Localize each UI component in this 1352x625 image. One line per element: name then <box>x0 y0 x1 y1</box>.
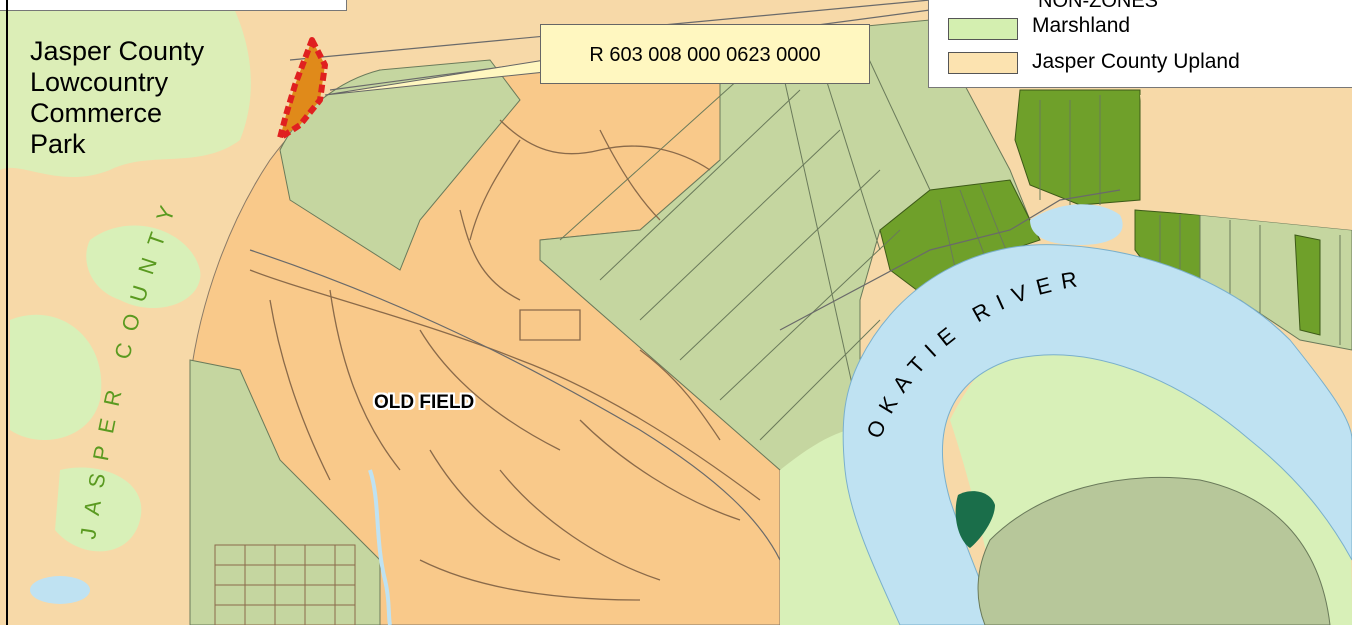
map-frame <box>6 0 8 625</box>
southeast-island <box>977 477 1331 625</box>
highlighted-parcel[interactable] <box>277 37 328 141</box>
commerce-park-label: Jasper County Lowcountry Commerce Park <box>30 36 204 160</box>
commerce-park-line-3: Commerce <box>30 98 163 128</box>
corner-box <box>0 0 347 11</box>
jasper-marsh-patch-4 <box>55 467 142 552</box>
old-field-label: OLD FIELD <box>374 392 475 413</box>
commerce-park-line-2: Lowcountry <box>30 67 169 97</box>
subdivision-streets <box>249 119 761 601</box>
jasper-marsh-patch-3 <box>10 314 102 440</box>
legend-swatch-upland <box>948 52 1018 74</box>
jasper-marsh-patch-2 <box>86 225 201 309</box>
residential-grid <box>214 544 356 625</box>
jasper-pond <box>30 576 90 604</box>
dark-green-parcel-strip <box>1294 234 1321 336</box>
jasper-marsh-patch <box>0 0 251 178</box>
legend-panel <box>928 0 1352 88</box>
creek-lower <box>368 469 392 625</box>
marsh-upper-right <box>1140 95 1352 230</box>
parcel-callout[interactable]: R 603 008 000 0623 0000 <box>540 24 870 84</box>
legend-label-upland: Jasper County Upland <box>1032 50 1240 73</box>
okatie-river <box>842 244 1352 625</box>
legend-title: NON-ZONES <box>1038 0 1158 12</box>
dark-island <box>955 491 995 548</box>
parcel-lines <box>559 39 1341 441</box>
legend-label-marshland: Marshland <box>1032 14 1131 37</box>
commerce-park-line-1: Jasper County <box>30 36 205 66</box>
legend-swatch-marshland <box>948 18 1018 40</box>
commerce-park-line-4: Park <box>30 129 86 159</box>
river-upper-arm <box>1030 204 1123 245</box>
